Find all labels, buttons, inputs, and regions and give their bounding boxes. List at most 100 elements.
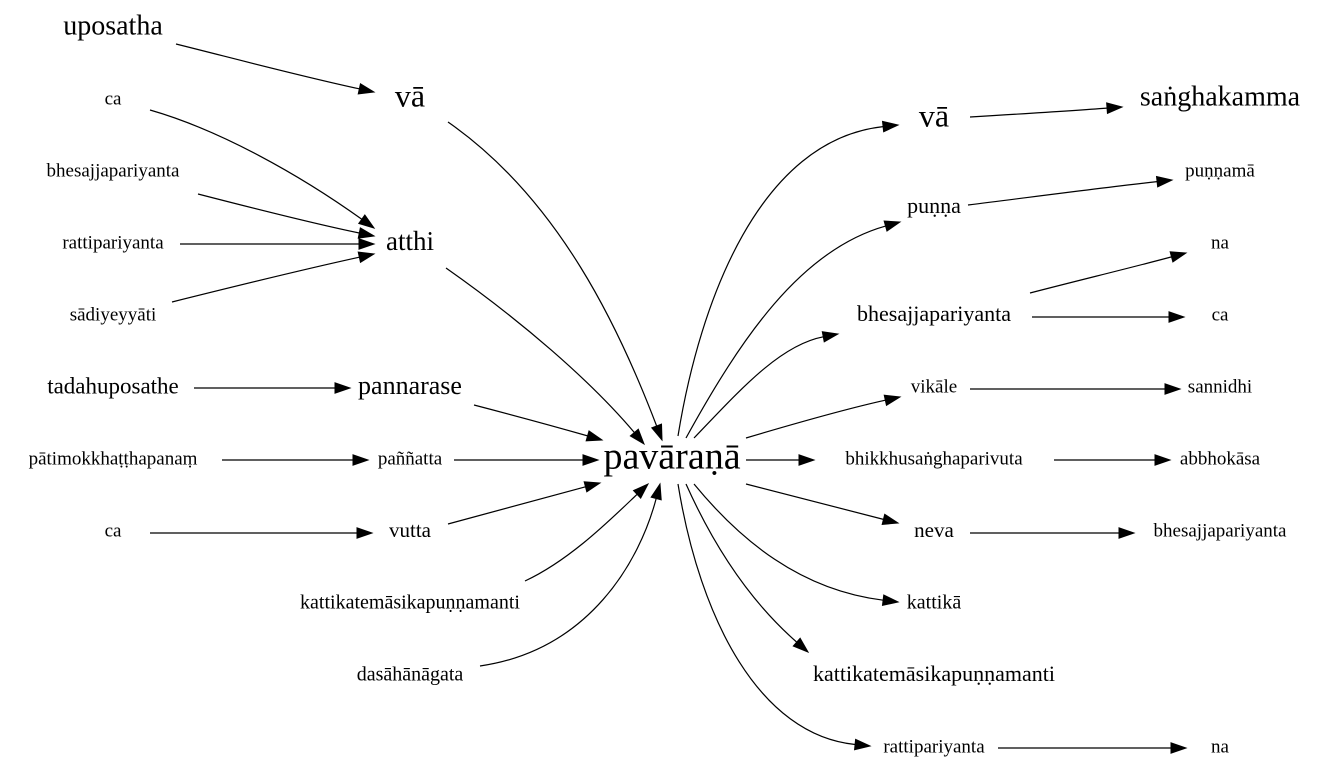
edge-line	[445, 267, 635, 433]
edge-uposatha-to-va_left	[175, 43, 376, 95]
node-bhesajja-far: bhesajjapariyanta	[1154, 520, 1288, 541]
arrowhead-icon	[357, 214, 376, 229]
edge-kattika_left-to-pavarana	[524, 482, 650, 582]
edge-tadahuposathe-to-pannarase	[193, 382, 352, 394]
edge-punna-to-punnama	[967, 175, 1174, 206]
arrowhead-icon	[629, 428, 645, 446]
node-va-left: vā	[395, 77, 425, 113]
node-pannatta: paññatta	[378, 448, 443, 469]
node-dasahanagata: dasāhānāgata	[357, 664, 464, 686]
arrowhead-icon	[357, 251, 376, 264]
node-punna: puṇṇa	[907, 193, 961, 218]
edge-pavarana-to-bhesajja_right	[693, 331, 840, 439]
arrowhead-icon	[585, 430, 604, 442]
arrowhead-icon	[357, 227, 376, 239]
arrowhead-icon	[356, 527, 374, 539]
edge-vutta-to-pavarana	[447, 481, 602, 525]
node-ratti-right: rattipariyanta	[883, 736, 985, 757]
arrowhead-icon	[1170, 742, 1188, 754]
node-vutta: vutta	[389, 518, 432, 542]
arrowhead-icon	[358, 238, 376, 250]
arrowhead-icon	[798, 454, 816, 466]
edge-ratti_left-to-atthi	[180, 238, 376, 250]
arrowhead-icon	[792, 637, 810, 654]
edge-va_left-to-pavarana	[447, 121, 663, 442]
arrowhead-icon	[821, 331, 840, 343]
arrowhead-icon	[352, 454, 370, 466]
node-uposatha: uposatha	[63, 10, 163, 41]
edge-line	[524, 493, 638, 582]
arrowhead-icon	[583, 481, 602, 493]
node-kattika-full-right: kattikatemāsikapuṇṇamanti	[813, 661, 1055, 686]
edge-pavarana-to-punna	[685, 220, 902, 439]
edge-neva-to-bhesajja_far	[970, 527, 1136, 539]
arrowhead-icon	[582, 454, 600, 466]
edge-line	[967, 181, 1158, 206]
node-ca-mid: ca	[105, 520, 122, 541]
edge-pavarana-to-ratti_right	[677, 483, 872, 751]
arrowhead-icon	[334, 382, 352, 394]
edges-layer	[149, 43, 1188, 754]
arrowhead-icon	[881, 120, 900, 133]
node-sanghakamma: saṅghakamma	[1140, 81, 1301, 112]
edge-bhesajja_right-to-ca_right	[1032, 311, 1186, 323]
edge-atthi-to-pavarana	[445, 267, 645, 446]
edge-line	[685, 483, 798, 643]
edge-line	[745, 399, 886, 439]
arrowhead-icon	[881, 513, 900, 525]
node-na-top: na	[1211, 232, 1230, 253]
node-abbhokasa: abbhokāsa	[1180, 448, 1261, 469]
edge-line	[149, 109, 363, 220]
edge-line	[745, 483, 884, 520]
arrowhead-icon	[1154, 454, 1172, 466]
node-kattika-left: kattikatemāsikapuṇṇamanti	[300, 592, 520, 614]
edge-line	[677, 126, 884, 437]
node-va-right: vā	[919, 97, 949, 133]
edge-line	[479, 498, 657, 667]
edge-line	[473, 404, 588, 437]
edge-line	[677, 483, 856, 746]
node-kattika-right: kattikā	[907, 592, 962, 614]
edge-line	[969, 107, 1108, 118]
node-pannarase: pannarase	[358, 371, 462, 400]
edge-line	[1029, 256, 1172, 294]
arrowhead-icon	[1164, 383, 1182, 395]
node-sannidhi: sannidhi	[1188, 376, 1252, 397]
node-bhikkhusangha: bhikkhusaṅghaparivuta	[845, 448, 1023, 469]
arrowhead-icon	[881, 594, 900, 606]
node-sadiyeyyati: sādiyeyyāti	[70, 304, 157, 325]
nodes-layer: uposatha vā ca bhesajjapariyanta rattipariya…	[29, 10, 1301, 757]
edge-pannarase-to-pavarana	[473, 404, 604, 442]
edge-line	[447, 121, 658, 427]
edge-pavarana-to-kattika_full_right	[685, 483, 810, 654]
edge-ratti_right-to-na_bottom	[997, 742, 1188, 754]
edge-bhesajja_left-to-atthi	[197, 193, 376, 239]
edge-line	[693, 483, 884, 601]
edge-vikale-to-sannidhi	[970, 383, 1182, 395]
edge-pavarana-to-kattika_right	[693, 483, 900, 606]
node-ratti-left: rattipariyanta	[62, 232, 164, 253]
arrowhead-icon	[1169, 251, 1188, 263]
edge-line	[685, 225, 886, 439]
arrowhead-icon	[650, 423, 663, 442]
edge-dasahanagata-to-pavarana	[479, 482, 662, 667]
node-neva: neva	[914, 518, 954, 542]
node-vikale: vikāle	[911, 376, 957, 397]
edge-sadiyeyyati-to-atthi	[171, 251, 376, 303]
edge-va_right-to-sanghakamma	[969, 102, 1124, 118]
arrowhead-icon	[632, 482, 650, 499]
arrowhead-icon	[1168, 311, 1186, 323]
edge-patimokkha-to-pannatta	[221, 454, 370, 466]
edge-line	[693, 336, 824, 439]
node-ca-top: ca	[105, 88, 122, 109]
edge-pavarana-to-vikale	[745, 394, 902, 439]
node-ca-right: ca	[1212, 304, 1229, 325]
edge-pavarana-to-bhikkhusangha	[745, 454, 816, 466]
arrowhead-icon	[883, 220, 902, 232]
arrowhead-icon	[1155, 175, 1174, 188]
arrowhead-icon	[1106, 102, 1124, 115]
edge-line	[171, 256, 360, 303]
edge-bhikkhusangha-to-abbhokasa	[1053, 454, 1172, 466]
node-bhesajja-right: bhesajjapariyanta	[857, 301, 1011, 326]
